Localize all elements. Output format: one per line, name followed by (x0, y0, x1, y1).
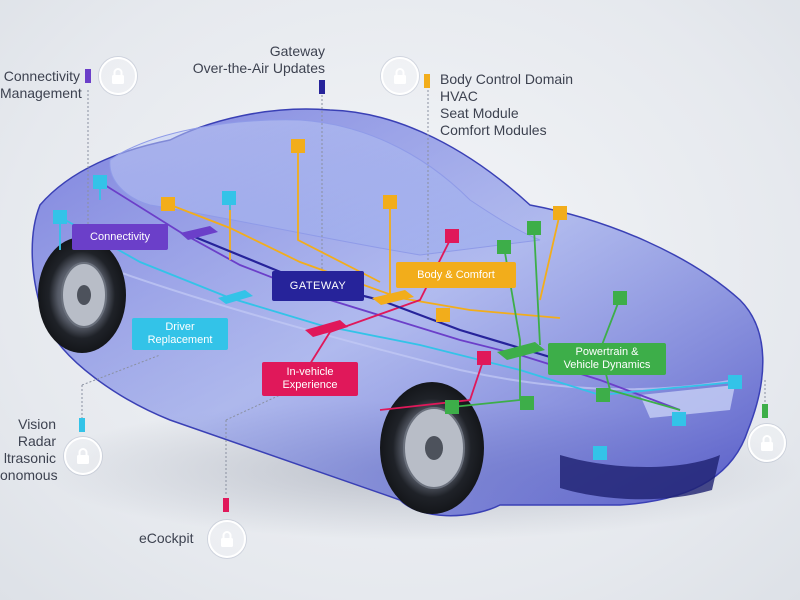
label-adas-sensors: Vision Radar ltrasonic onomous (0, 416, 58, 483)
marker-gateway (319, 80, 325, 94)
label-gateway-ota: Gateway Over-the-Air Updates (192, 43, 325, 76)
car-headlight (640, 385, 735, 418)
node-powertrain: Powertrain & Vehicle Dynamics (548, 343, 666, 375)
lock-icon (112, 68, 124, 84)
sensor-dots (53, 139, 742, 460)
ecu-modules (180, 226, 545, 360)
lock-badge-body[interactable] (381, 57, 419, 95)
marker-driver (79, 418, 85, 432)
car-grille (560, 455, 720, 500)
lock-badge-ecockpit[interactable] (208, 520, 246, 558)
lock-icon (77, 448, 89, 464)
node-connectivity: Connectivity (72, 224, 168, 250)
node-in-vehicle-experience: In-vehicle Experience (262, 362, 358, 396)
marker-body (424, 74, 430, 88)
car-glass (109, 119, 541, 256)
car-side-line (59, 249, 736, 391)
lock-badge-powertrain[interactable] (748, 424, 786, 462)
rear-wheel (38, 237, 126, 353)
lock-icon (761, 435, 773, 451)
lock-badge-connectivity[interactable] (99, 57, 137, 95)
node-driver-replacement: Driver Replacement (132, 318, 228, 350)
front-wheel (380, 382, 484, 514)
node-gateway: GATEWAY (272, 271, 364, 301)
lock-badge-adas[interactable] (64, 437, 102, 475)
label-ecockpit: eCockpit (139, 530, 194, 546)
lock-icon (394, 68, 406, 84)
marker-experience (223, 498, 229, 512)
lock-icon (221, 531, 233, 547)
label-connectivity-management: Connectivity Management (0, 68, 82, 101)
marker-powertrain (762, 404, 768, 418)
node-body-comfort: Body & Comfort (396, 262, 516, 288)
marker-connectivity (85, 69, 91, 83)
leader-lines (81, 90, 766, 495)
label-body-control: Body Control Domain HVAC Seat Module Com… (440, 71, 574, 138)
